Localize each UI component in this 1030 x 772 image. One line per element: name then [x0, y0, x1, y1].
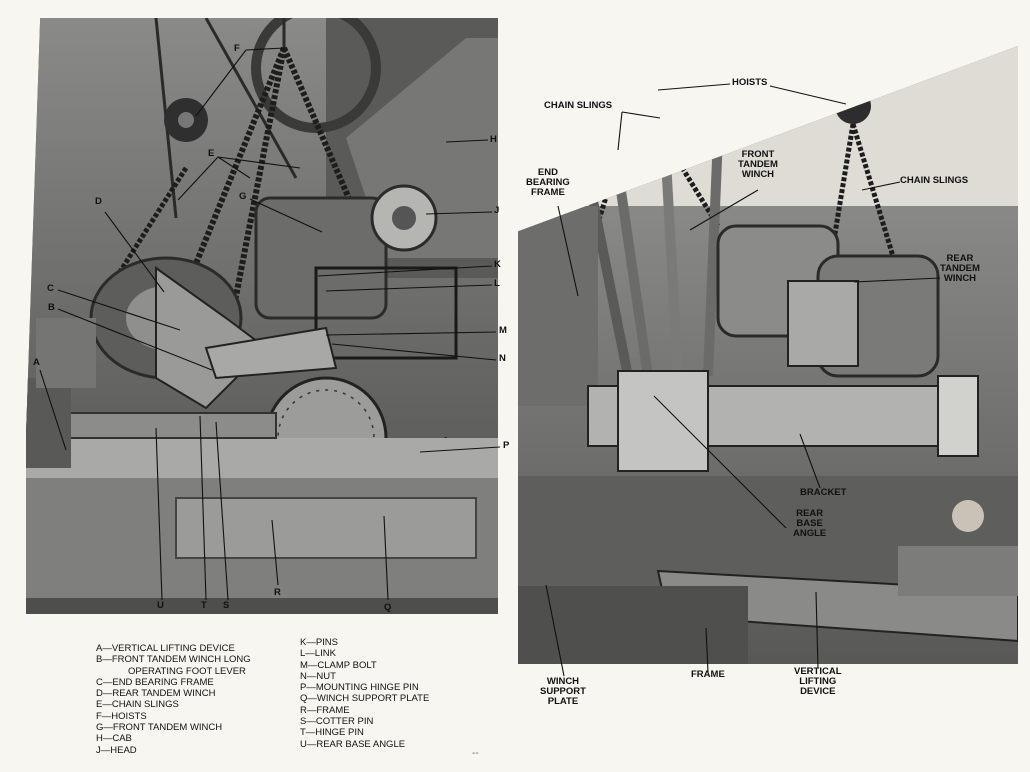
legend-item: P—MOUNTING HINGE PIN	[300, 682, 419, 694]
legend-item: S—COTTER PIN	[300, 716, 374, 728]
callout-A: A	[33, 357, 40, 368]
left-photo-illustration	[26, 18, 498, 614]
label-front-tandem-winch: FRONT TANDEM WINCH	[738, 149, 778, 180]
callout-S: S	[223, 600, 230, 611]
legend-item: H—CAB	[96, 733, 132, 745]
callout-J: J	[494, 205, 500, 216]
callout-D: D	[95, 196, 102, 207]
right-photo-illustration	[518, 46, 1018, 664]
legend-item: U—REAR BASE ANGLE	[300, 738, 406, 750]
label-end-bearing-frame: END BEARING FRAME	[526, 167, 570, 198]
legend-item: N—NUT	[300, 670, 336, 682]
callout-Q: Q	[384, 602, 392, 613]
label-hoists: HOISTS	[732, 77, 768, 88]
label-frame: FRAME	[691, 669, 725, 680]
legend-item: T—HINGE PIN	[300, 727, 364, 739]
callout-C: C	[47, 283, 54, 294]
label-vertical-lifting-device: VERTICAL LIFTING DEVICE	[794, 666, 842, 697]
callout-G: G	[239, 191, 247, 202]
callout-L: L	[494, 278, 500, 289]
legend-item: R—FRAME	[300, 704, 350, 716]
left-photo-winch-assembly	[26, 18, 498, 614]
legend-item: A—VERTICAL LIFTING DEVICE	[96, 643, 235, 654]
legend-item: J—HEAD	[96, 744, 137, 756]
label-chain-slings-right: CHAIN SLINGS	[900, 175, 969, 186]
label-winch-support-plate: WINCH SUPPORT PLATE	[540, 676, 586, 707]
legend-item: G—FRONT TANDEM WINCH	[96, 722, 223, 734]
legend-item: K—PINS	[300, 637, 339, 648]
label-rear-base-angle: REAR BASE ANGLE	[793, 508, 827, 539]
callout-H: H	[490, 134, 497, 145]
callout-M: M	[499, 325, 507, 336]
callout-P: P	[503, 440, 510, 451]
label-chain-slings-top: CHAIN SLINGS	[544, 100, 613, 111]
callout-N: N	[499, 353, 506, 364]
callout-T: T	[201, 600, 207, 611]
legend-item: E—CHAIN SLINGS	[96, 699, 179, 711]
callout-K: K	[494, 259, 501, 270]
callout-F: F	[234, 43, 240, 54]
legend-item: D—REAR TANDEM WINCH	[96, 688, 216, 700]
callout-U: U	[157, 600, 164, 611]
callout-B: B	[48, 302, 55, 313]
legend-item: Q—WINCH SUPPORT PLATE	[300, 693, 430, 705]
page-footer-mark: --	[472, 748, 479, 759]
legend-item: F—HOISTS	[96, 710, 147, 722]
right-photo-winch-lift	[518, 46, 1018, 664]
legend-item: C—END BEARING FRAME	[96, 676, 214, 688]
legend-item: OPERATING FOOT LEVER	[128, 665, 246, 677]
label-bracket: BRACKET	[800, 487, 847, 498]
legend-item: L—LINK	[300, 648, 336, 660]
callout-R: R	[274, 587, 281, 598]
label-rear-tandem-winch: REAR TANDEM WINCH	[940, 253, 980, 284]
callout-E: E	[208, 148, 215, 159]
legend-item: M—CLAMP BOLT	[300, 659, 377, 671]
legend-item: B—FRONT TANDEM WINCH LONG	[96, 654, 251, 666]
